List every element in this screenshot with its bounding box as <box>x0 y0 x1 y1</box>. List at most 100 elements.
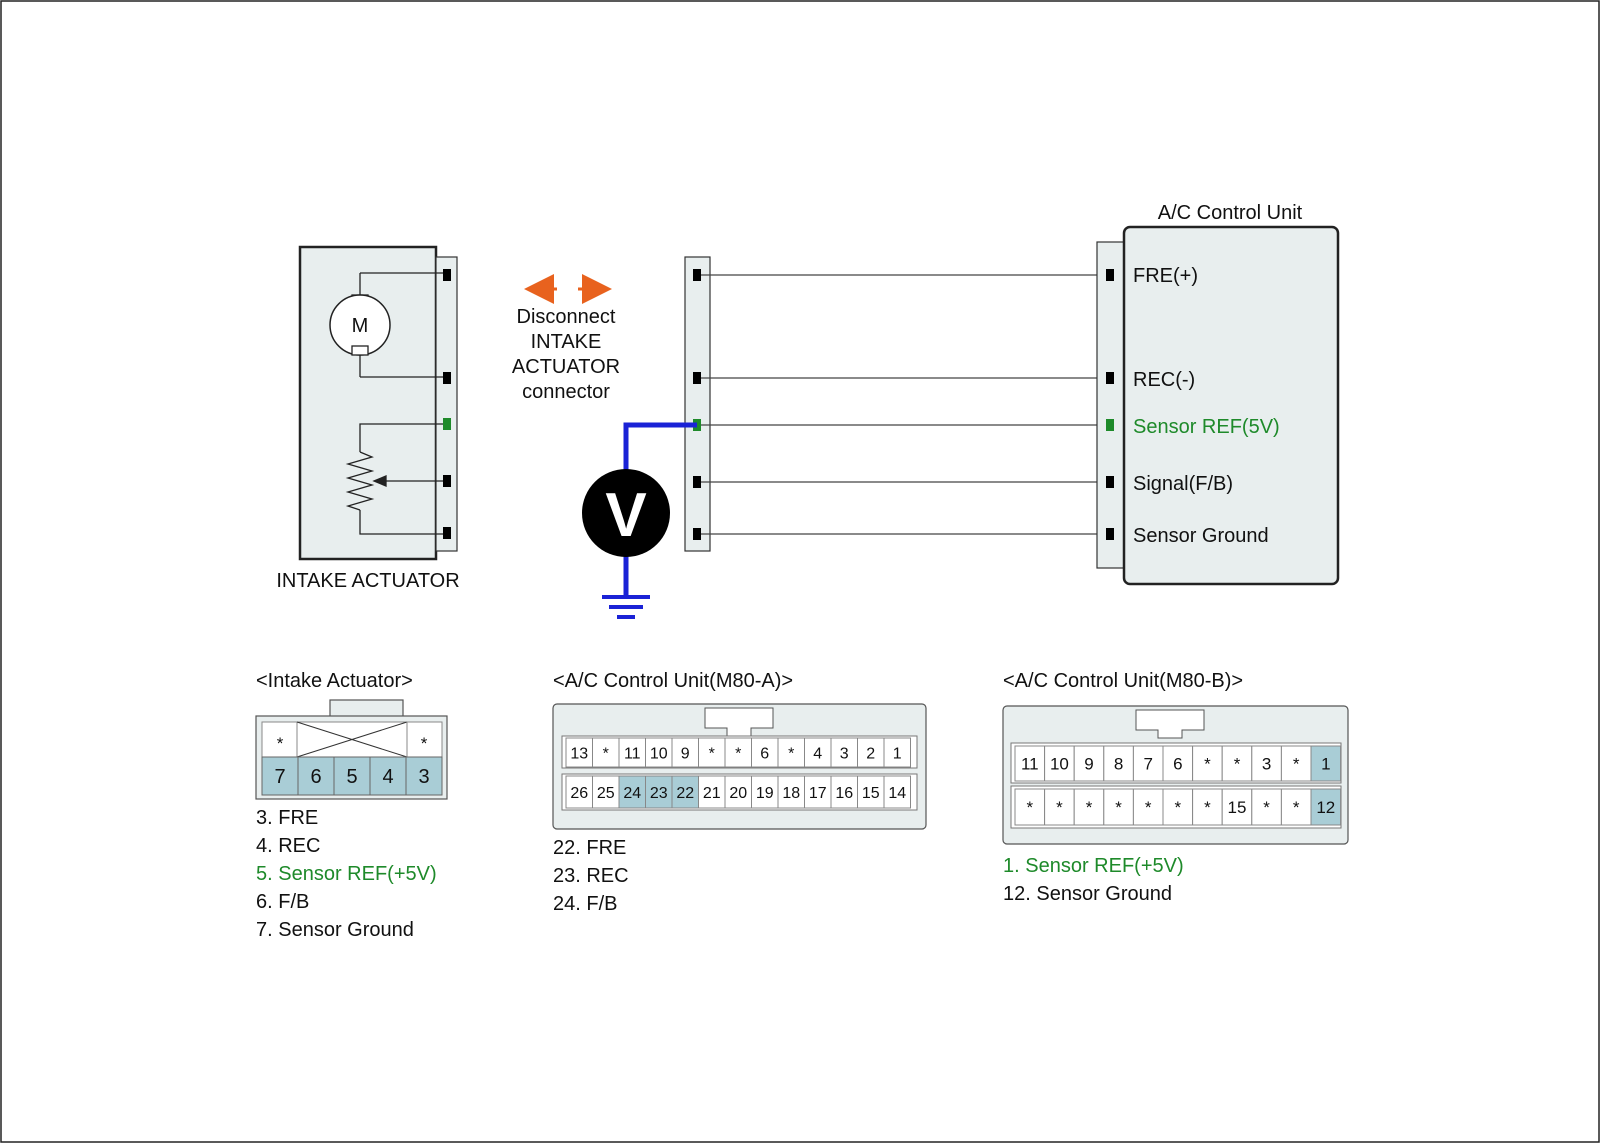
pin-cell <box>592 737 620 768</box>
pin-cell <box>1132 788 1164 826</box>
pin-cell <box>883 737 911 768</box>
intake-legend-item: 6. F/B <box>256 891 309 913</box>
voltmeter-icon <box>582 469 670 557</box>
intake-legend-item: 4. REC <box>256 835 320 857</box>
pin-label-rec: REC(-) <box>1133 369 1195 391</box>
pin-number: * <box>1293 798 1300 817</box>
pin-cell <box>830 737 858 768</box>
pin-cell <box>698 737 726 768</box>
harness-pin <box>693 528 701 540</box>
intake-bottom-row: 7 6 5 4 3 <box>261 756 443 796</box>
intake-pin-star: * <box>277 734 284 753</box>
disconnect-line-4: connector <box>522 381 610 403</box>
pin-cell <box>1310 788 1342 826</box>
pin-cell <box>618 737 646 768</box>
intake-pin: 3 <box>418 766 429 788</box>
pin-label-fre: FRE(+) <box>1133 265 1198 287</box>
pin-cell <box>724 737 752 768</box>
actuator-label: INTAKE ACTUATOR <box>276 570 459 592</box>
pin-number: * <box>709 745 715 762</box>
m80b-bottom-row: *******15**12 <box>1014 788 1342 826</box>
pin-cell <box>1251 788 1282 826</box>
harness-pin <box>693 269 701 281</box>
pin-cell <box>1280 788 1312 826</box>
pin-cell <box>565 775 593 809</box>
motor-label: M <box>352 315 369 337</box>
pin-cell <box>1162 788 1194 826</box>
pin-cell <box>1310 745 1342 782</box>
disconnect-line-3: ACTUATOR <box>512 356 620 378</box>
m80b-legend-item-sensor-ref: 1. Sensor REF(+5V) <box>1003 855 1184 877</box>
pin-number: * <box>1174 798 1181 817</box>
intake-legend-item: 3. FRE <box>256 807 318 829</box>
intake-pin: 4 <box>382 766 393 788</box>
pin-number: 1 <box>893 745 902 762</box>
pin-cell <box>671 775 699 809</box>
control-unit-pin <box>1106 528 1114 540</box>
wires <box>701 274 1109 535</box>
pin-number: 17 <box>809 785 827 802</box>
pin-number: * <box>1204 755 1211 774</box>
pin-number: 9 <box>1084 755 1093 774</box>
motor-symbol: M <box>329 272 443 378</box>
pin-cell <box>804 775 832 809</box>
actuator-pin <box>443 475 451 487</box>
pin-number: * <box>1234 755 1241 774</box>
connector-intake-actuator: <Intake Actuator> * * 7 6 5 4 3 3. FRE 4… <box>255 670 448 941</box>
pin-cell <box>1073 745 1105 782</box>
harness-connector-strip <box>684 256 711 552</box>
actuator-pin <box>443 527 451 539</box>
pin-number: 8 <box>1114 755 1123 774</box>
pin-number: 11 <box>624 745 641 762</box>
pin-number: * <box>603 745 609 762</box>
pin-number: 19 <box>756 785 774 802</box>
intake-pin-star: * <box>421 734 428 753</box>
harness-pin <box>693 476 701 488</box>
pin-number: 15 <box>1228 798 1247 817</box>
pin-number: 10 <box>650 745 668 762</box>
pin-number: * <box>1115 798 1122 817</box>
pin-cell <box>804 737 832 768</box>
pin-cell <box>1014 788 1046 826</box>
ac-control-unit: A/C Control Unit FRE(+) REC(-) Sensor RE… <box>1096 202 1340 586</box>
control-unit-pin <box>1106 372 1114 384</box>
voltmeter-label: V <box>605 481 646 550</box>
pin-number: 16 <box>835 785 853 802</box>
actuator-pin <box>443 269 451 281</box>
pin-number: * <box>788 745 794 762</box>
intake-pin: 7 <box>274 766 285 788</box>
actuator-connector-strip <box>435 256 458 552</box>
pin-number: 7 <box>1143 755 1152 774</box>
m80b-legend-item: 12. Sensor Ground <box>1003 883 1172 905</box>
actuator-pin <box>443 372 451 384</box>
pin-cell <box>777 775 805 809</box>
pin-number: 18 <box>782 785 800 802</box>
pin-cell <box>1192 745 1223 782</box>
connector-intake-title: <Intake Actuator> <box>256 670 413 692</box>
pin-number: 10 <box>1050 755 1069 774</box>
pin-number: * <box>1086 798 1093 817</box>
pin-label-sensor-ground: Sensor Ground <box>1133 525 1269 547</box>
intake-legend-item: 7. Sensor Ground <box>256 919 414 941</box>
control-unit-title: A/C Control Unit <box>1158 202 1303 224</box>
m80a-legend-item: 24. F/B <box>553 893 617 915</box>
pin-cell <box>618 775 646 809</box>
pin-cell <box>645 775 673 809</box>
pin-cell <box>1221 788 1253 826</box>
harness-pin <box>693 372 701 384</box>
pin-cell <box>671 737 699 768</box>
probe-lead-positive <box>623 422 697 474</box>
control-unit-body <box>1122 225 1340 586</box>
control-unit-connector-strip <box>1096 241 1125 569</box>
pin-cell <box>857 737 885 768</box>
pin-number: 3 <box>1262 755 1271 774</box>
pin-number: 22 <box>676 785 694 802</box>
pin-number: 6 <box>1173 755 1182 774</box>
pin-label-signal: Signal(F/B) <box>1133 473 1233 495</box>
pin-cell <box>1192 788 1223 826</box>
pin-number: 1 <box>1321 755 1330 774</box>
